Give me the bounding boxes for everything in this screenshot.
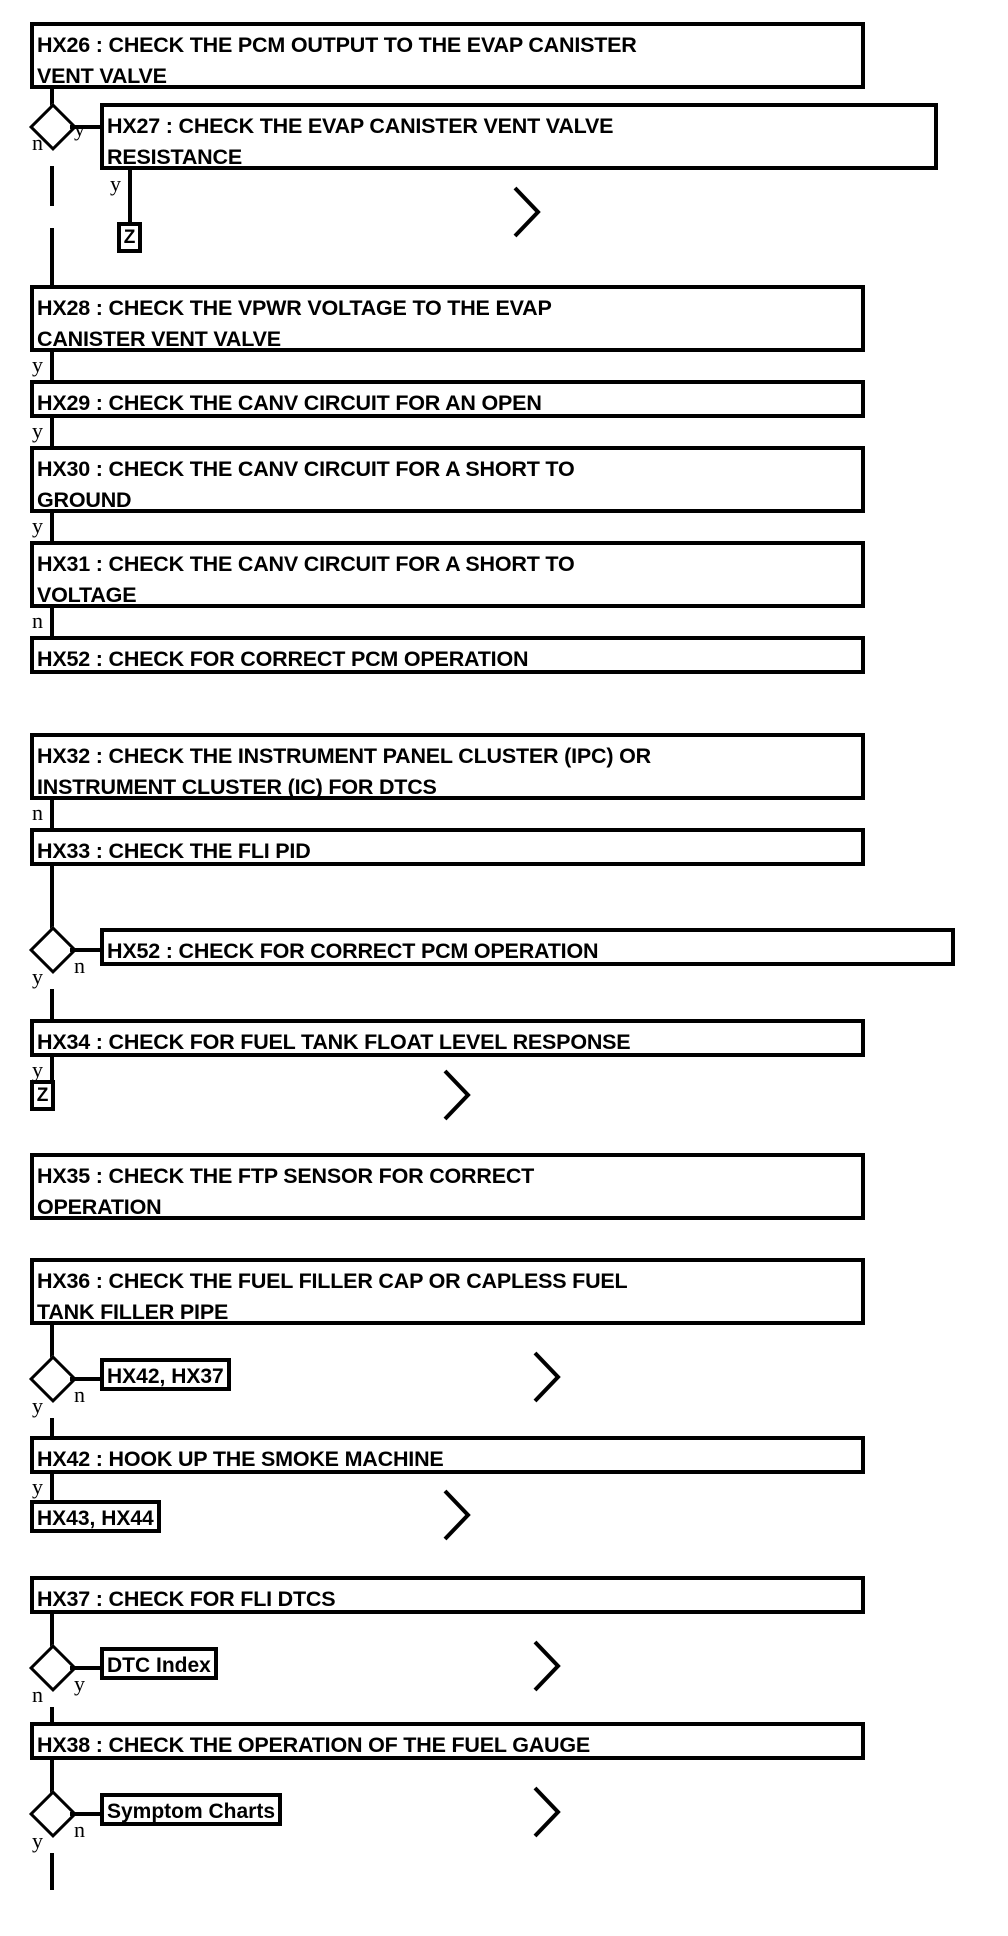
branch-label-d5-no: n: [74, 1817, 85, 1842]
connector-decision5-no: [70, 1812, 102, 1816]
process-box-hx38[interactable]: HX38 : CHECK THE OPERATION OF THE FUEL G…: [30, 1722, 865, 1760]
process-box-hx37[interactable]: HX37 : CHECK FOR FLI DTCS: [30, 1576, 865, 1614]
process-box-hx42[interactable]: HX42 : HOOK UP THE SMOKE MACHINE: [30, 1436, 865, 1474]
branch-label-hx29-yes: y: [32, 418, 43, 443]
process-box-hx52-a[interactable]: HX52 : CHECK FOR CORRECT PCM OPERATION: [30, 636, 865, 674]
connector-decision3-no: [70, 1377, 102, 1381]
branch-label-hx30-yes: y: [32, 513, 43, 538]
branch-label-d3-no: n: [74, 1382, 85, 1407]
connector-hx42-to-ref: [50, 1474, 54, 1504]
offpage-chevron-3: [530, 1347, 564, 1407]
process-box-hx35[interactable]: HX35 : CHECK THE FTP SENSOR FOR CORRECT …: [30, 1153, 865, 1220]
connector-decision2-no: [70, 948, 102, 952]
process-box-hx32[interactable]: HX32 : CHECK THE INSTRUMENT PANEL CLUSTE…: [30, 733, 865, 800]
branch-label-hx32-no: n: [32, 800, 43, 825]
connector-hx31-to-hx52a: [50, 608, 54, 636]
connector-decision4-yes: [70, 1666, 102, 1670]
branch-label-d2-yes: y: [32, 964, 43, 989]
connector-hx37-to-decision4: [50, 1614, 54, 1651]
branch-label-d5-yes: y: [32, 1828, 43, 1853]
offpage-chevron-5: [530, 1636, 564, 1696]
process-box-hx36[interactable]: HX36 : CHECK THE FUEL FILLER CAP OR CAPL…: [30, 1258, 865, 1325]
branch-label-hx42-yes: y: [32, 1474, 43, 1499]
reference-box-symptom-charts[interactable]: Symptom Charts: [100, 1793, 283, 1826]
reference-box-dtc-index[interactable]: DTC Index: [100, 1647, 218, 1680]
connector-hx27-to-z: [128, 170, 132, 222]
offpage-chevron-6: [530, 1782, 564, 1842]
connector-hx33-to-decision2: [50, 866, 54, 933]
connector-decision1-no-seg1: [50, 166, 54, 206]
connector-hx36-to-decision3: [50, 1325, 54, 1362]
process-box-hx27[interactable]: HX27 : CHECK THE EVAP CANISTER VENT VALV…: [100, 103, 938, 170]
connector-hx30-to-hx31: [50, 513, 54, 541]
branch-label-hx31-no: n: [32, 608, 43, 633]
connector-hx34-to-z2: [50, 1057, 54, 1080]
reference-box-hx42-hx37[interactable]: HX42, HX37: [100, 1358, 231, 1391]
process-box-hx26[interactable]: HX26 : CHECK THE PCM OUTPUT TO THE EVAP …: [30, 22, 865, 89]
reference-box-z-1[interactable]: Z: [117, 222, 142, 253]
connector-hx29-to-hx30: [50, 418, 54, 446]
branch-label-d3-yes: y: [32, 1393, 43, 1418]
connector-hx26-to-decision1: [50, 89, 54, 110]
offpage-chevron-4: [440, 1485, 474, 1545]
branch-label-d4-no: n: [32, 1682, 43, 1707]
offpage-chevron-1: [510, 182, 544, 242]
process-box-hx31[interactable]: HX31 : CHECK THE CANV CIRCUIT FOR A SHOR…: [30, 541, 865, 608]
process-box-hx52-b[interactable]: HX52 : CHECK FOR CORRECT PCM OPERATION: [100, 928, 955, 966]
branch-label-d1-yes: y: [74, 116, 85, 141]
process-box-hx28[interactable]: HX28 : CHECK THE VPWR VOLTAGE TO THE EVA…: [30, 285, 865, 352]
branch-label-hx28-yes: y: [32, 352, 43, 377]
connector-decision2-yes: [50, 989, 54, 1019]
process-box-hx33[interactable]: HX33 : CHECK THE FLI PID: [30, 828, 865, 866]
offpage-chevron-2: [440, 1065, 474, 1125]
process-box-hx34[interactable]: HX34 : CHECK FOR FUEL TANK FLOAT LEVEL R…: [30, 1019, 865, 1057]
connector-hx38-to-decision5: [50, 1760, 54, 1797]
branch-label-d4-yes: y: [74, 1671, 85, 1696]
connector-hx32-to-hx33: [50, 800, 54, 828]
branch-label-hx34-yes: y: [32, 1057, 43, 1082]
connector-decision5-yes: [50, 1853, 54, 1890]
branch-label-d2-no: n: [74, 953, 85, 978]
connector-decision1-no-seg2: [50, 228, 54, 285]
branch-label-hx27-yes: y: [110, 171, 121, 196]
reference-box-z-2[interactable]: Z: [30, 1080, 55, 1111]
process-box-hx30[interactable]: HX30 : CHECK THE CANV CIRCUIT FOR A SHOR…: [30, 446, 865, 513]
reference-box-hx43-hx44[interactable]: HX43, HX44: [30, 1500, 161, 1533]
connector-decision1-yes: [70, 125, 104, 129]
connector-hx28-to-hx29: [50, 352, 54, 380]
branch-label-d1-no: n: [32, 130, 43, 155]
process-box-hx29[interactable]: HX29 : CHECK THE CANV CIRCUIT FOR AN OPE…: [30, 380, 865, 418]
